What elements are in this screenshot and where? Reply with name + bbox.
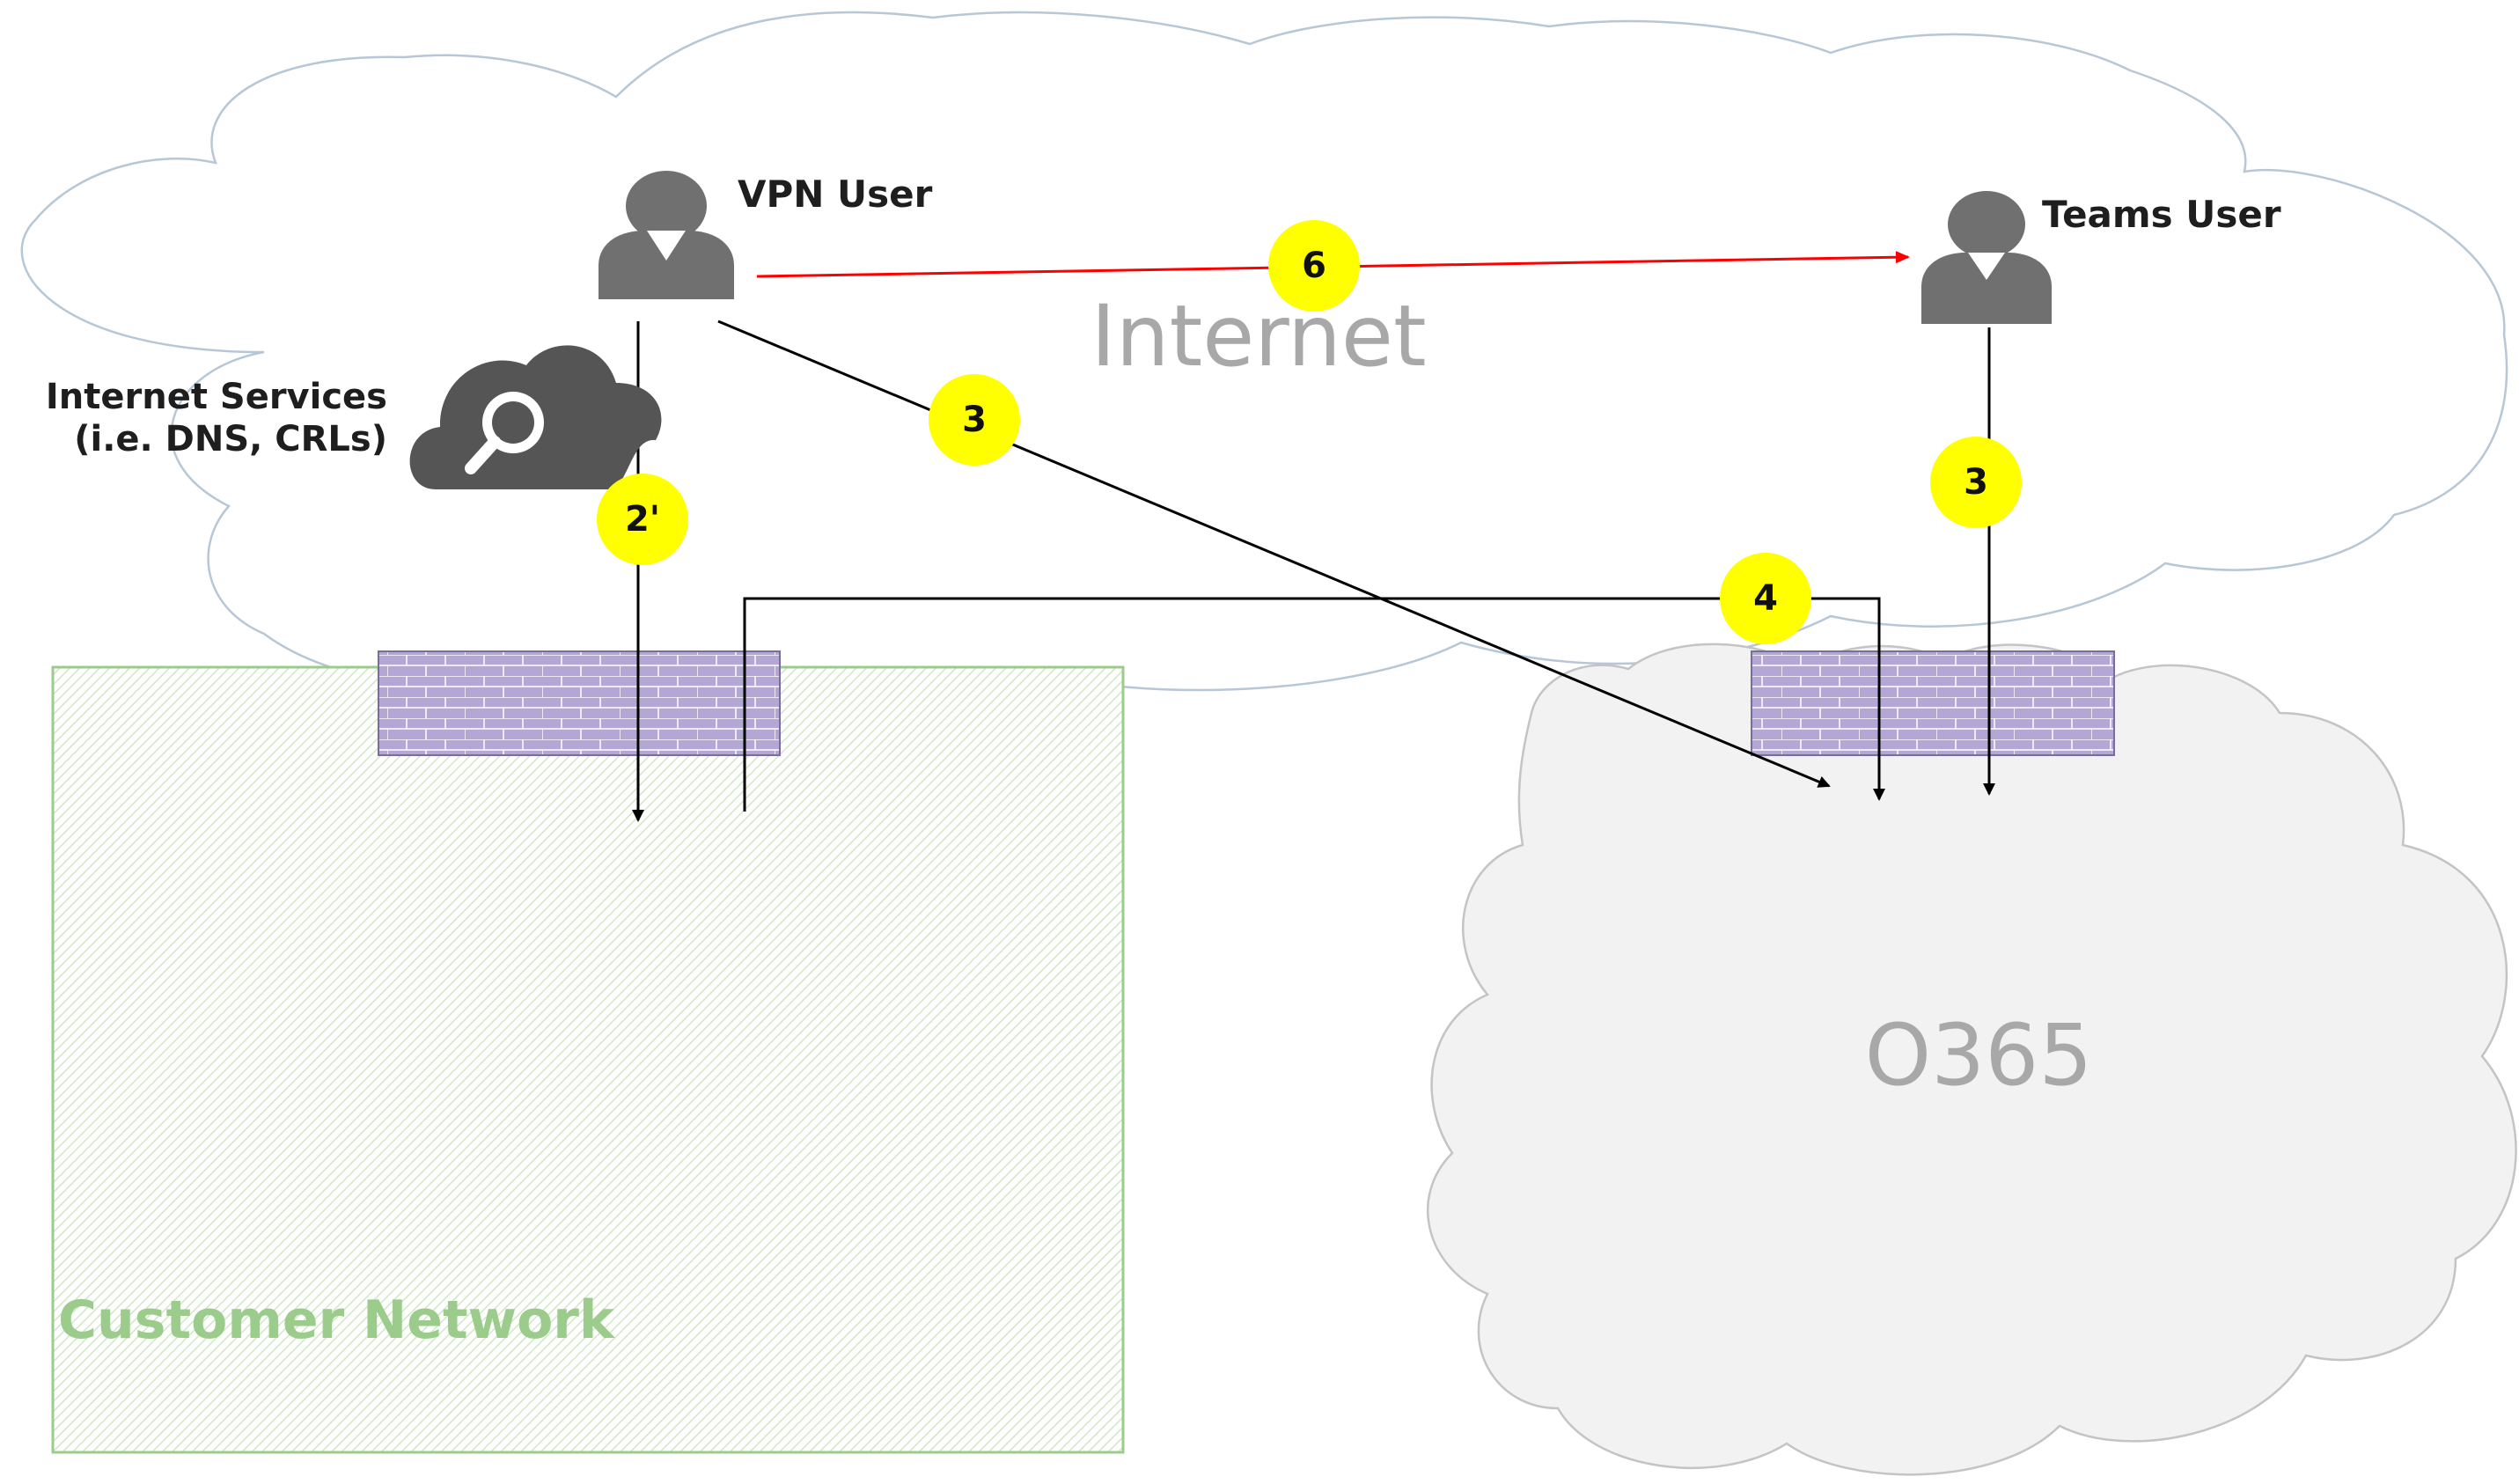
badge-vpn-to-customer: 2' bbox=[597, 474, 688, 565]
internet-services-label-line1: Internet Services bbox=[46, 377, 387, 417]
teams-user-label: Teams User bbox=[2042, 193, 2281, 236]
badge-vpn-to-o365: 3 bbox=[929, 374, 1020, 466]
o365-firewall bbox=[1751, 650, 2115, 756]
svg-text:3: 3 bbox=[962, 400, 987, 440]
svg-text:4: 4 bbox=[1753, 578, 1778, 619]
connector-customer-to-o365 bbox=[743, 597, 1885, 812]
svg-text:6: 6 bbox=[1302, 246, 1326, 286]
badge-teams-to-o365: 3 bbox=[1930, 437, 2022, 528]
connector-vpn-to-o365 bbox=[717, 320, 1831, 788]
cloud-search-icon bbox=[409, 345, 662, 489]
vpn-user-label: VPN User bbox=[738, 173, 933, 216]
svg-text:3: 3 bbox=[1964, 462, 1988, 503]
internet-label: Internet bbox=[1091, 287, 1426, 386]
badge-vpn-to-teams: 6 bbox=[1268, 220, 1360, 312]
svg-text:2': 2' bbox=[625, 499, 660, 540]
badge-customer-to-o365: 4 bbox=[1720, 553, 1811, 644]
internet-services-label-line2: (i.e. DNS, CRLs) bbox=[74, 419, 387, 459]
teams-user-icon bbox=[1921, 191, 2052, 324]
customer-firewall bbox=[378, 650, 781, 756]
o365-label: O365 bbox=[1865, 1006, 2093, 1105]
vpn-user-icon bbox=[599, 171, 734, 299]
customer-network-box bbox=[51, 665, 1125, 1454]
customer-network-label: Customer Network bbox=[58, 1289, 616, 1351]
